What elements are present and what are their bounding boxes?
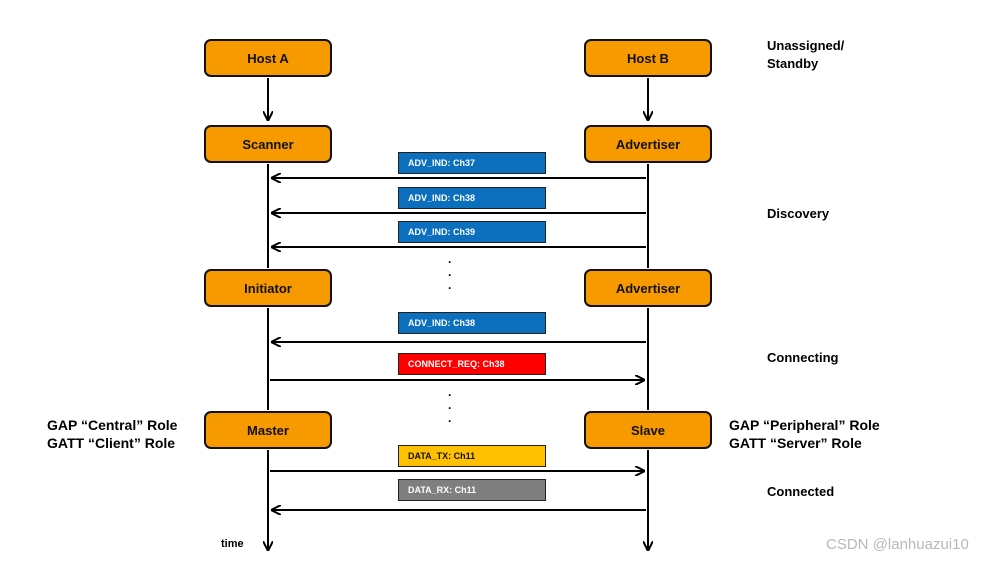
adv-ind-ch37-label: ADV_IND: Ch37: [398, 152, 546, 174]
ellipsis-dots-1: . . .: [448, 253, 451, 292]
dot: .: [448, 411, 452, 425]
advertiser-box-1: Advertiser: [584, 125, 712, 163]
dot: .: [448, 385, 452, 399]
scanner-label: Scanner: [242, 136, 294, 152]
gatt-client-role: GATT “Client” Role: [47, 435, 176, 451]
central-role-labels: GAP “Central” Role GATT “Client” Role: [47, 416, 177, 452]
initiator-label: Initiator: [244, 280, 292, 296]
gatt-server-role: GATT “Server” Role: [729, 435, 862, 451]
gap-peripheral-role: GAP “Peripheral” Role: [729, 417, 880, 433]
phase-unassigned-line1: Unassigned/: [767, 38, 845, 53]
initiator-box: Initiator: [204, 269, 332, 307]
adv-ind-ch39-label: ADV_IND: Ch39: [398, 221, 546, 243]
ellipsis-dots-2: . . .: [448, 386, 451, 425]
phase-discovery: Discovery: [767, 206, 830, 221]
phase-unassigned-line2: Standby: [767, 56, 819, 71]
gap-central-role: GAP “Central” Role: [47, 417, 178, 433]
adv-ind-ch38-label: ADV_IND: Ch38: [398, 187, 546, 209]
adv-ind-ch38-connect-label: ADV_IND: Ch38: [398, 312, 546, 334]
connect-req-label: CONNECT_REQ: Ch38: [398, 353, 546, 375]
dot: .: [448, 265, 452, 279]
watermark: CSDN @lanhuazui10: [826, 536, 969, 553]
phase-connected: Connected: [767, 484, 835, 499]
host-a-box: Host A: [204, 39, 332, 77]
host-b-box: Host B: [584, 39, 712, 77]
slave-label: Slave: [631, 422, 665, 438]
data-rx-label: DATA_RX: Ch11: [398, 479, 546, 501]
dot: .: [448, 252, 452, 266]
advertiser-label-1: Advertiser: [615, 136, 681, 152]
host-a-label: Host A: [247, 50, 289, 66]
data-tx-label: DATA_TX: Ch11: [398, 445, 546, 467]
advertiser-label-2: Advertiser: [615, 280, 681, 296]
dot: .: [448, 278, 452, 292]
phase-unassigned-standby: Unassigned/ Standby: [767, 37, 844, 73]
master-label: Master: [247, 422, 289, 438]
scanner-box: Scanner: [204, 125, 332, 163]
slave-box: Slave: [584, 411, 712, 449]
advertiser-box-2: Advertiser: [584, 269, 712, 307]
master-box: Master: [204, 411, 332, 449]
host-b-label: Host B: [627, 50, 669, 66]
time-axis-label: time: [221, 538, 244, 550]
dot: .: [448, 398, 452, 412]
peripheral-role-labels: GAP “Peripheral” Role GATT “Server” Role: [729, 416, 880, 452]
phase-connecting: Connecting: [767, 350, 839, 365]
